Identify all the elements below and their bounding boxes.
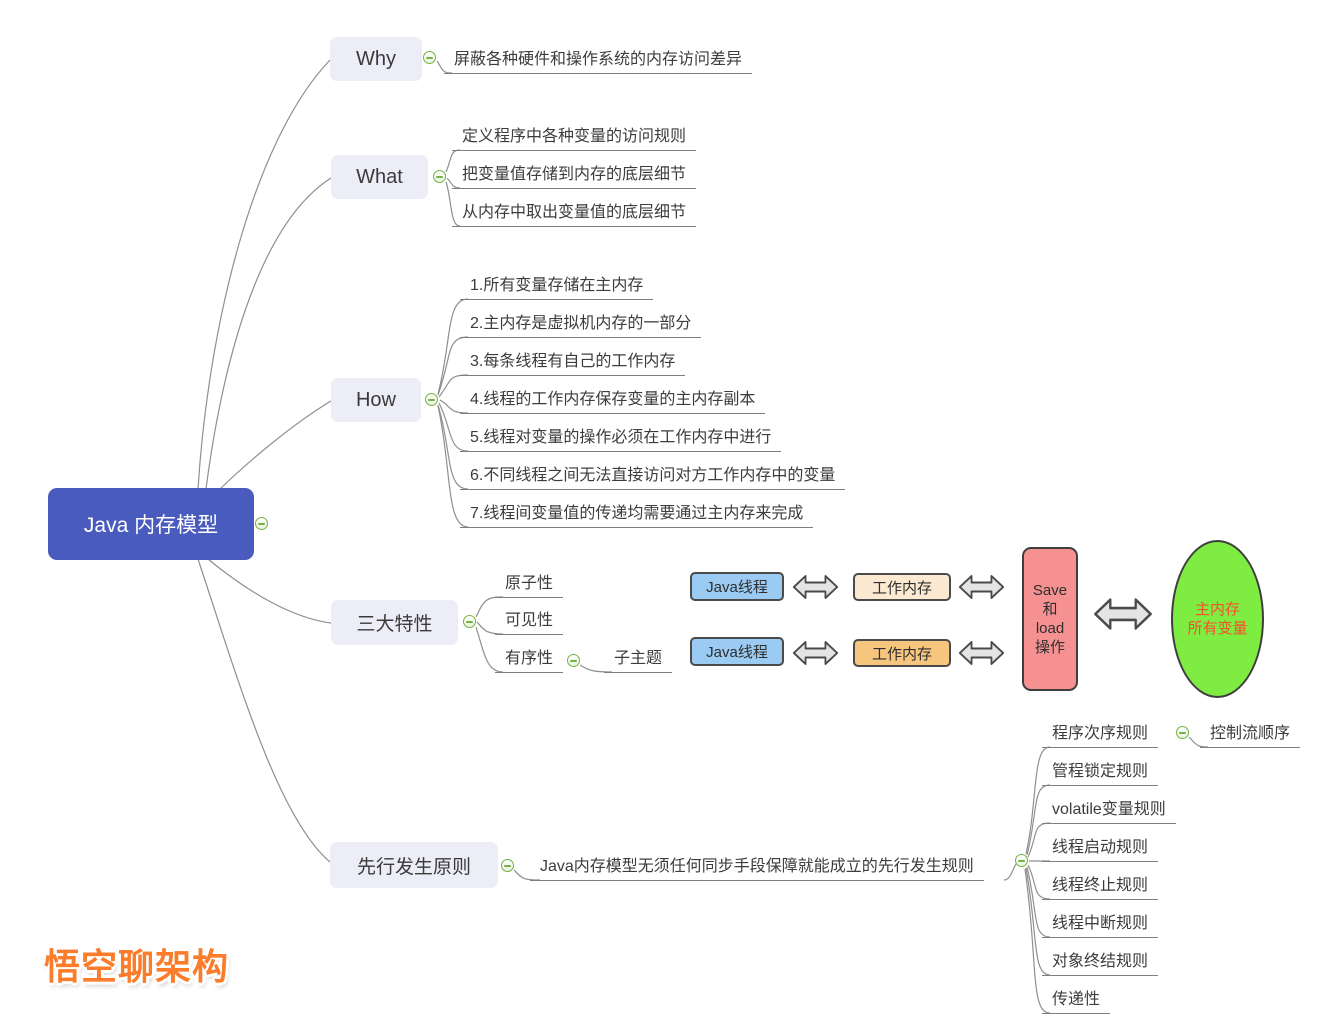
main-memory-node[interactable]: 主内存 所有变量: [1171, 540, 1264, 698]
root-topic[interactable]: Java 内存模型: [48, 488, 254, 560]
double-arrow-icon: [958, 574, 1005, 605]
leaf-topic[interactable]: 1.所有变量存储在主内存: [460, 274, 654, 300]
collapse-icon[interactable]: [501, 859, 514, 872]
topic-happens-before[interactable]: 先行发生原则: [330, 842, 498, 888]
collapse-icon[interactable]: [567, 654, 580, 667]
leaf-rule[interactable]: 线程终止规则: [1042, 874, 1159, 900]
leaf-topic[interactable]: 屏蔽各种硬件和操作系统的内存访问差异: [444, 48, 753, 74]
double-arrow-icon: [792, 574, 839, 605]
working-memory-node[interactable]: 工作内存: [853, 639, 951, 667]
leaf-topic[interactable]: 4.线程的工作内存保存变量的主内存副本: [460, 388, 766, 414]
leaf-topic[interactable]: 5.线程对变量的操作必须在工作内存中进行: [460, 426, 782, 452]
leaf-rule[interactable]: volatile变量规则: [1042, 798, 1176, 824]
double-arrow-icon: [792, 640, 839, 671]
leaf-rule[interactable]: 线程启动规则: [1042, 836, 1159, 862]
collapse-icon[interactable]: [1015, 854, 1028, 867]
topic-what[interactable]: What: [331, 155, 428, 199]
leaf-topic[interactable]: 定义程序中各种变量的访问规则: [452, 125, 697, 151]
java-thread-node[interactable]: Java线程: [690, 637, 784, 666]
leaf-topic[interactable]: 把变量值存储到内存的底层细节: [452, 163, 697, 189]
leaf-subtopic[interactable]: 子主题: [604, 647, 673, 673]
leaf-topic[interactable]: 6.不同线程之间无法直接访问对方工作内存中的变量: [460, 464, 846, 490]
working-memory-node[interactable]: 工作内存: [853, 573, 951, 601]
topic-why[interactable]: Why: [330, 37, 422, 81]
leaf-rule[interactable]: 对象终结规则: [1042, 950, 1159, 976]
watermark-logo: 悟空聊架构: [44, 946, 230, 987]
topic-three-features[interactable]: 三大特性: [331, 600, 458, 645]
leaf-rule[interactable]: 管程锁定规则: [1042, 760, 1159, 786]
leaf-topic[interactable]: 从内存中取出变量值的底层细节: [452, 201, 697, 227]
leaf-topic[interactable]: 3.每条线程有自己的工作内存: [460, 350, 686, 376]
leaf-rule-child[interactable]: 控制流顺序: [1200, 722, 1301, 748]
java-thread-node[interactable]: Java线程: [690, 572, 784, 601]
leaf-rule[interactable]: 线程中断规则: [1042, 912, 1159, 938]
leaf-rule[interactable]: 程序次序规则: [1042, 722, 1159, 748]
double-arrow-icon: [958, 640, 1005, 671]
collapse-icon[interactable]: [425, 393, 438, 406]
collapse-icon[interactable]: [433, 170, 446, 183]
collapse-icon[interactable]: [255, 517, 268, 530]
collapse-icon[interactable]: [463, 615, 476, 628]
leaf-topic[interactable]: 7.线程间变量值的传递均需要通过主内存来完成: [460, 502, 814, 528]
collapse-icon[interactable]: [423, 51, 436, 64]
leaf-rule[interactable]: 传递性: [1042, 988, 1111, 1014]
topic-how[interactable]: How: [331, 378, 421, 422]
leaf-topic[interactable]: 有序性: [495, 647, 564, 673]
leaf-topic[interactable]: 原子性: [495, 572, 564, 598]
save-load-node[interactable]: Save 和 load 操作: [1022, 547, 1078, 691]
leaf-topic[interactable]: 可见性: [495, 609, 564, 635]
leaf-topic[interactable]: Java内存模型无须任何同步手段保障就能成立的先行发生规则: [530, 855, 984, 881]
leaf-topic[interactable]: 2.主内存是虚拟机内存的一部分: [460, 312, 702, 338]
double-arrow-icon: [1093, 597, 1153, 636]
collapse-icon[interactable]: [1176, 726, 1189, 739]
